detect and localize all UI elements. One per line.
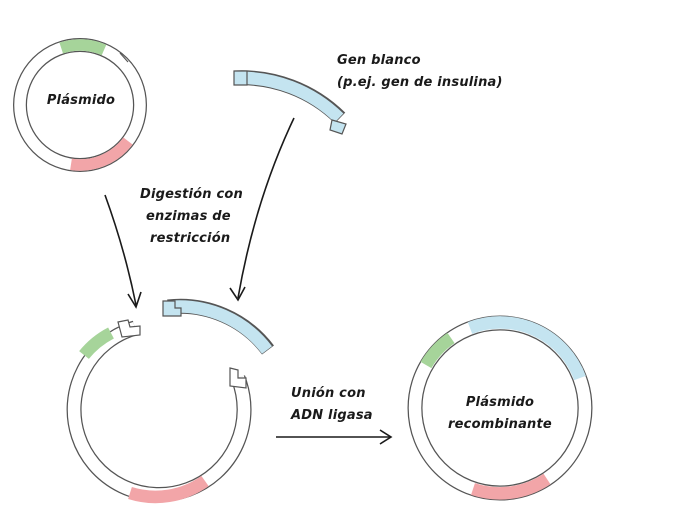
digestion-label-line3: restricción [150,231,231,246]
ligase-label-line2: ADN ligasa [291,408,373,423]
target-gene-label-line2: (p.ej. gen de insulina) [337,75,503,90]
cut-plasmid-sticky-end-right [229,367,247,389]
digestion-label-line1: Digestión con [140,187,243,202]
target-gene-band-fill [234,71,344,123]
recombinant-label: Plásmido recombinante [440,392,560,436]
target-gene-sticky-end-left [233,70,248,86]
original-plasmid [13,38,147,172]
recombinant-red-segment [471,473,551,500]
recombinant-blue-segment [467,316,586,381]
target-gene-sticky-end-right [329,119,347,135]
target-gene-fragment [233,70,347,135]
recombinant-label-line2: recombinante [448,417,552,432]
ligase-label-line1: Unión con [291,386,366,401]
digestion-label: Digestión con enzimas de restricción [140,184,243,250]
plasmid-green-segment [59,39,107,56]
target-gene-label-line1: Gen blanco [337,53,421,68]
arrow-ligase [276,429,393,445]
cut-plasmid-green-segment [79,327,115,360]
plasmid-label: Plásmido [46,93,116,108]
cut-plasmid [66,319,252,504]
plasmid-red-segment [70,137,133,171]
target-gene-label: Gen blanco (p.ej. gen de insulina) [337,50,503,94]
cut-gene-sticky-end-left [162,300,182,317]
cut-plasmid-red-segment [128,475,209,504]
cut-gene-band-fill [168,300,272,354]
ligase-label: Unión con ADN ligasa [291,383,373,427]
recombinant-green-segment [420,332,455,369]
recombinant-label-line1: Plásmido [465,395,535,410]
cut-gene-fragment [162,298,274,355]
plasmid-small-tick [119,52,129,63]
digestion-label-line2: enzimas de [146,209,231,224]
arrow-gene-to-cut [229,117,295,302]
arrow-plasmid-to-cut [104,194,142,309]
cut-plasmid-ring-fill [67,322,251,501]
recombinant-plasmid [407,315,593,501]
cut-plasmid-sticky-end-top [117,319,141,338]
